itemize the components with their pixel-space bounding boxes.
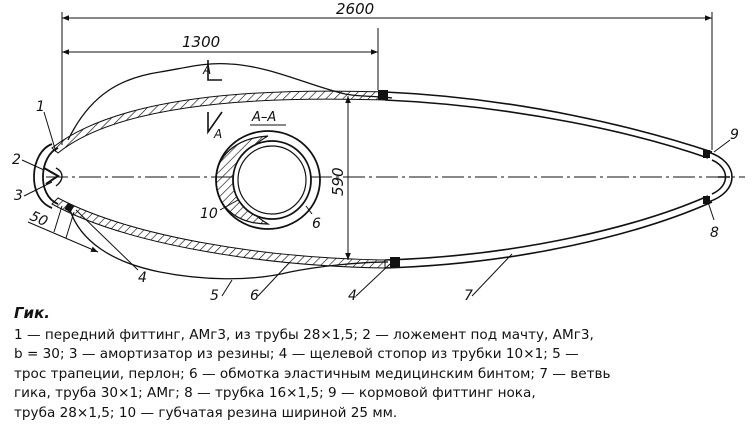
callout-6-bottom: 6 (250, 288, 259, 300)
caption-line: 1 — передний фиттинг, АМг3, из трубы 28×… (14, 326, 594, 343)
dimension-2600 (61, 12, 713, 150)
caption-line: трос трапеции, перлон; 6 — обмотка эласт… (14, 365, 611, 382)
dim-590-label: 590 (329, 167, 347, 196)
dimension-50 (27, 205, 99, 253)
lower-arm-padding (51, 197, 386, 269)
rear-fitting-clamp-upper (703, 150, 710, 158)
callout-5: 5 (210, 288, 219, 300)
dim-1300-label: 1300 (182, 33, 220, 51)
dimension-1300 (62, 28, 379, 90)
callout-4-front: 4 (138, 270, 147, 286)
cut-mark-bottom: A (213, 127, 222, 141)
callout-2: 2 (12, 152, 21, 168)
slot-stopper-upper (378, 90, 388, 100)
dim-50-label: 50 (27, 208, 50, 230)
callout-1: 1 (36, 99, 45, 115)
section-a-a (215, 124, 321, 230)
wishbone-boom-drawing: 2600 1300 590 50 A–A A A 1 2 3 4 5 6 4 7… (12, 0, 745, 300)
caption-title: Гик. (14, 304, 50, 322)
figure-caption: Гик. 1 — передний фиттинг, АМг3, из труб… (14, 304, 744, 424)
caption-line: гика, труба 30×1; АМг; 8 — трубка 16×1,5… (14, 385, 536, 402)
cut-mark-top: A (202, 63, 211, 77)
callout-10: 10 (200, 206, 218, 222)
dim-2600-label: 2600 (336, 0, 374, 18)
leader-lines (21, 111, 731, 297)
upper-arm-tube (384, 91, 713, 159)
rubber-bumper (55, 167, 63, 187)
front-fitting (33, 143, 59, 209)
callout-6-section: 6 (312, 216, 321, 232)
caption-line: труба 28×1,5; 10 — губчатая резина ширин… (14, 404, 398, 421)
upper-arm-padding (51, 90, 386, 154)
slot-stopper-lower (390, 257, 400, 267)
mast-cradle (43, 167, 60, 185)
lower-arm-tube (384, 195, 713, 269)
callout-9: 9 (730, 127, 739, 143)
callout-3: 3 (14, 188, 23, 204)
rear-fitting-clamp-lower (703, 196, 710, 204)
callout-7: 7 (464, 288, 473, 300)
slot-stopper-front (64, 202, 74, 213)
callout-8: 8 (710, 225, 719, 241)
caption-line: b = 30; 3 — амортизатор из резины; 4 — щ… (14, 346, 579, 363)
section-cut-marks (207, 60, 223, 135)
callout-4-bottom: 4 (348, 288, 357, 300)
section-label: A–A (251, 110, 276, 125)
